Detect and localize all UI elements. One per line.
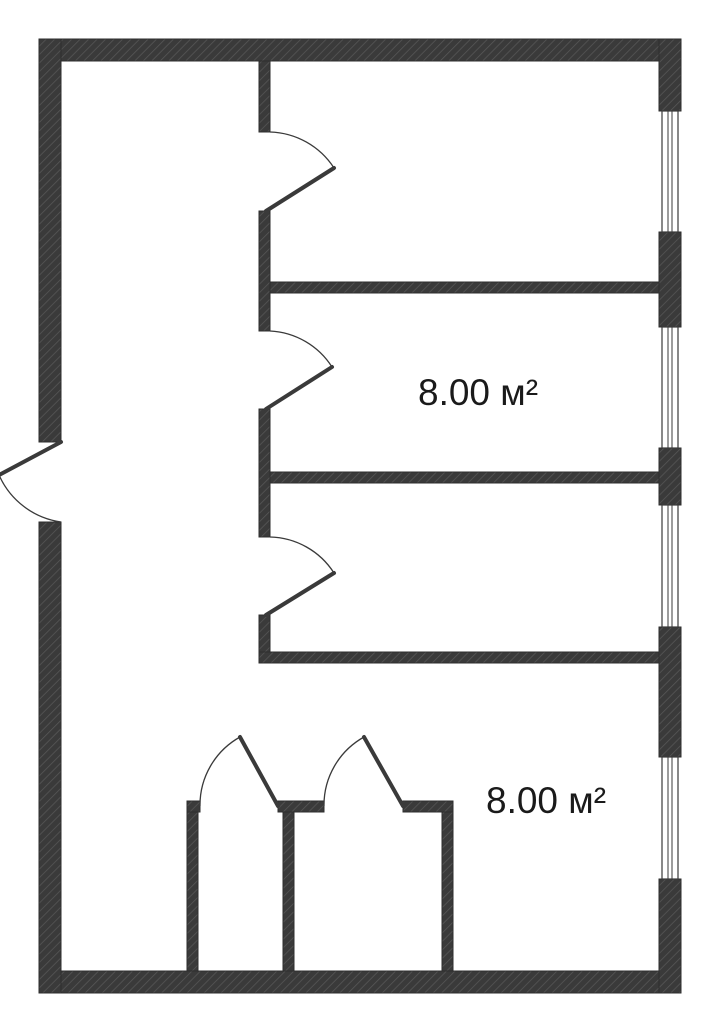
area-label-middle-room: 8.00 м²	[418, 372, 538, 413]
door-room-2	[264, 330, 334, 411]
wall-right-2	[658, 231, 682, 328]
wall-left-upper	[38, 38, 62, 443]
wall-right-5	[658, 878, 682, 994]
wall-right-1	[658, 38, 682, 112]
entrance-door	[0, 440, 63, 523]
area-labels: 8.00 м² 8.00 м²	[418, 372, 606, 821]
wall-right-4	[658, 626, 682, 758]
door-closet-left	[199, 735, 280, 808]
partition-3	[258, 651, 660, 664]
window-3	[661, 504, 679, 628]
corridor-wall-seg-3	[258, 408, 271, 538]
windows	[661, 110, 679, 880]
corridor-wall-seg-2	[258, 210, 271, 332]
closet-top-seg-1	[186, 800, 201, 813]
outer-walls	[38, 38, 682, 994]
partition-2	[269, 471, 660, 484]
interior-walls	[186, 60, 660, 972]
wall-top	[38, 38, 682, 62]
wall-bottom	[38, 970, 682, 994]
closet-wall-divider	[282, 800, 295, 972]
area-label-lower-right: 8.00 м²	[486, 780, 606, 821]
corridor-wall-seg-1	[258, 60, 271, 133]
partition-1	[269, 281, 660, 294]
window-2	[661, 326, 679, 449]
window-4	[661, 756, 679, 880]
doors	[0, 131, 405, 808]
door-room-1	[264, 131, 336, 213]
closet-top-seg-2	[277, 800, 325, 813]
wall-left-lower	[38, 521, 62, 994]
window-1	[661, 110, 679, 233]
closet-top-seg-3	[402, 800, 454, 813]
closet-wall-right	[441, 800, 454, 972]
door-room-3	[264, 536, 336, 617]
closet-wall-left	[186, 800, 199, 972]
wall-right-3	[658, 447, 682, 506]
door-closet-right	[323, 735, 405, 808]
